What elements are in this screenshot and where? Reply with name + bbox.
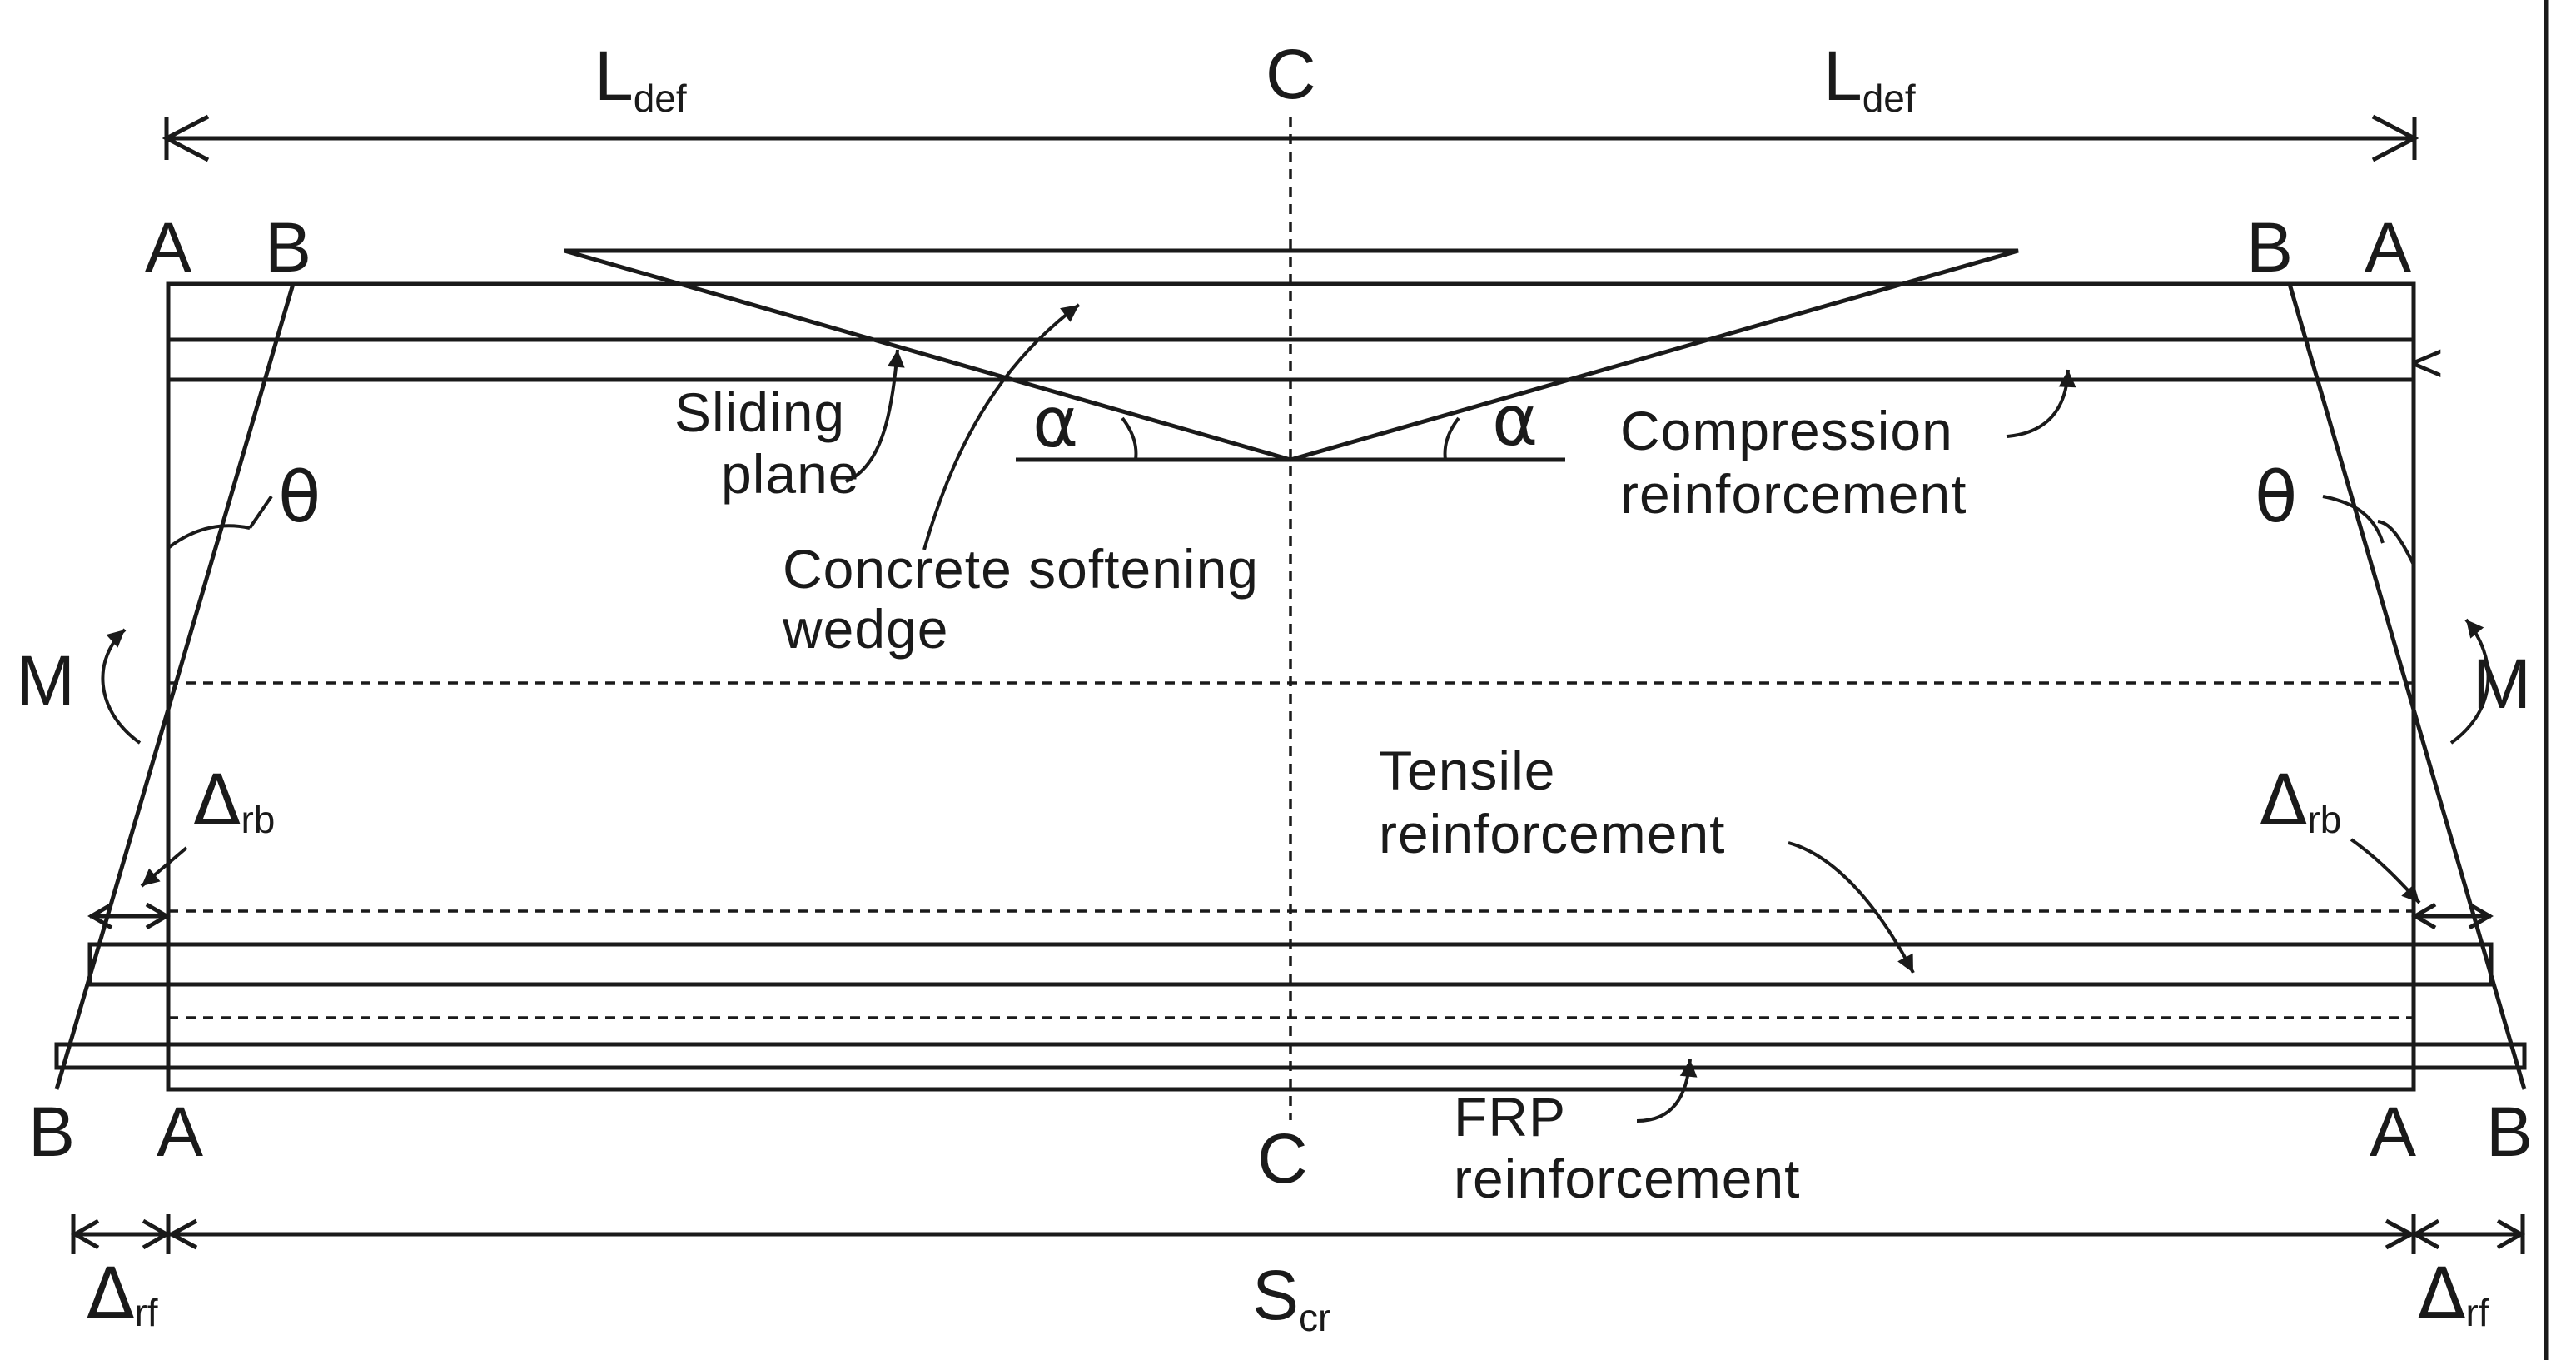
sliding-plane-leader bbox=[845, 349, 905, 483]
delta-rb-label-left: Δrb bbox=[193, 760, 275, 841]
sliding-plane-label-line1: Sliding bbox=[674, 381, 845, 443]
concrete-softening-wedge bbox=[564, 248, 2019, 462]
rf-arrow-right-a bbox=[2410, 1218, 2440, 1250]
compression-tick-mark: < bbox=[2411, 331, 2444, 393]
softening-wedge-label-line1: Concrete softening bbox=[783, 538, 1259, 600]
frp-label-line1: FRP bbox=[1454, 1086, 1566, 1148]
rf-arrow-left-a bbox=[70, 1218, 100, 1250]
alpha-arc-right bbox=[1443, 416, 1460, 461]
softening-wedge-leader bbox=[922, 303, 1081, 550]
theta-leader-right bbox=[2322, 495, 2385, 544]
alpha-arc-left bbox=[1121, 416, 1138, 461]
rotated-section-right bbox=[2287, 283, 2527, 1090]
section-b-bottom-left: B bbox=[28, 1093, 75, 1171]
scr-label: Scr bbox=[1252, 1256, 1330, 1339]
theta-arc-right bbox=[2377, 520, 2415, 565]
alpha-label-left: α bbox=[1032, 381, 1078, 463]
frp-label-line2: reinforcement bbox=[1454, 1148, 1801, 1209]
frp-leader bbox=[1636, 1059, 1698, 1123]
section-c-bottom: C bbox=[1257, 1119, 1308, 1198]
tensile-label-line2: reinforcement bbox=[1379, 803, 1726, 864]
compression-leader bbox=[2006, 369, 2076, 438]
section-c-top: C bbox=[1266, 35, 1316, 113]
rb-leader-right bbox=[2350, 838, 2421, 904]
section-a-top-right: A bbox=[2365, 208, 2411, 286]
moment-label-right: M bbox=[2473, 645, 2531, 723]
rb-arrow-right-a bbox=[2411, 902, 2437, 930]
delta-rf-label-right: Δrf bbox=[2418, 1253, 2489, 1334]
rotated-section-left bbox=[54, 283, 296, 1090]
section-b-bottom-right: B bbox=[2486, 1093, 2533, 1171]
alpha-label-right: α bbox=[1492, 380, 1538, 461]
delta-rb-label-right: Δrb bbox=[2260, 760, 2341, 841]
softening-wedge-label-line2: wedge bbox=[782, 598, 949, 660]
compression-label-line2: reinforcement bbox=[1620, 463, 1967, 525]
section-b-top-left: B bbox=[265, 208, 311, 286]
rf-arrow-left-b bbox=[142, 1218, 172, 1250]
scr-arrow-left bbox=[167, 1218, 198, 1250]
theta-label-left: θ bbox=[278, 456, 321, 538]
section-b-top-right: B bbox=[2246, 208, 2293, 286]
tensile-label-line1: Tensile bbox=[1379, 740, 1555, 801]
theta-arc-left bbox=[167, 524, 251, 550]
section-a-bottom-right: A bbox=[2370, 1093, 2416, 1171]
sliding-plane-label-line2: plane bbox=[721, 443, 860, 505]
rb-arrow-left-b bbox=[145, 902, 171, 930]
section-a-bottom-left: A bbox=[157, 1093, 203, 1171]
moment-arrow-right bbox=[2449, 618, 2490, 745]
moment-label-left: M bbox=[17, 641, 75, 720]
rb-leader-left bbox=[140, 846, 188, 888]
rb-arrow-left-a bbox=[87, 902, 113, 930]
delta-rf-label-left: Δrf bbox=[87, 1253, 158, 1334]
tensile-leader bbox=[1788, 841, 1915, 974]
section-a-top-left: A bbox=[145, 208, 191, 286]
theta-leader-left bbox=[248, 495, 273, 530]
ldef-label-left: Ldef bbox=[594, 37, 687, 120]
moment-arrow-left bbox=[101, 628, 142, 745]
rf-arrow-right-b bbox=[2496, 1218, 2526, 1250]
rb-arrow-right-b bbox=[2468, 902, 2494, 930]
theta-label-right: θ bbox=[2255, 456, 2297, 538]
compression-label-line1: Compression bbox=[1620, 400, 1953, 461]
ldef-label-right: Ldef bbox=[1823, 37, 1916, 120]
